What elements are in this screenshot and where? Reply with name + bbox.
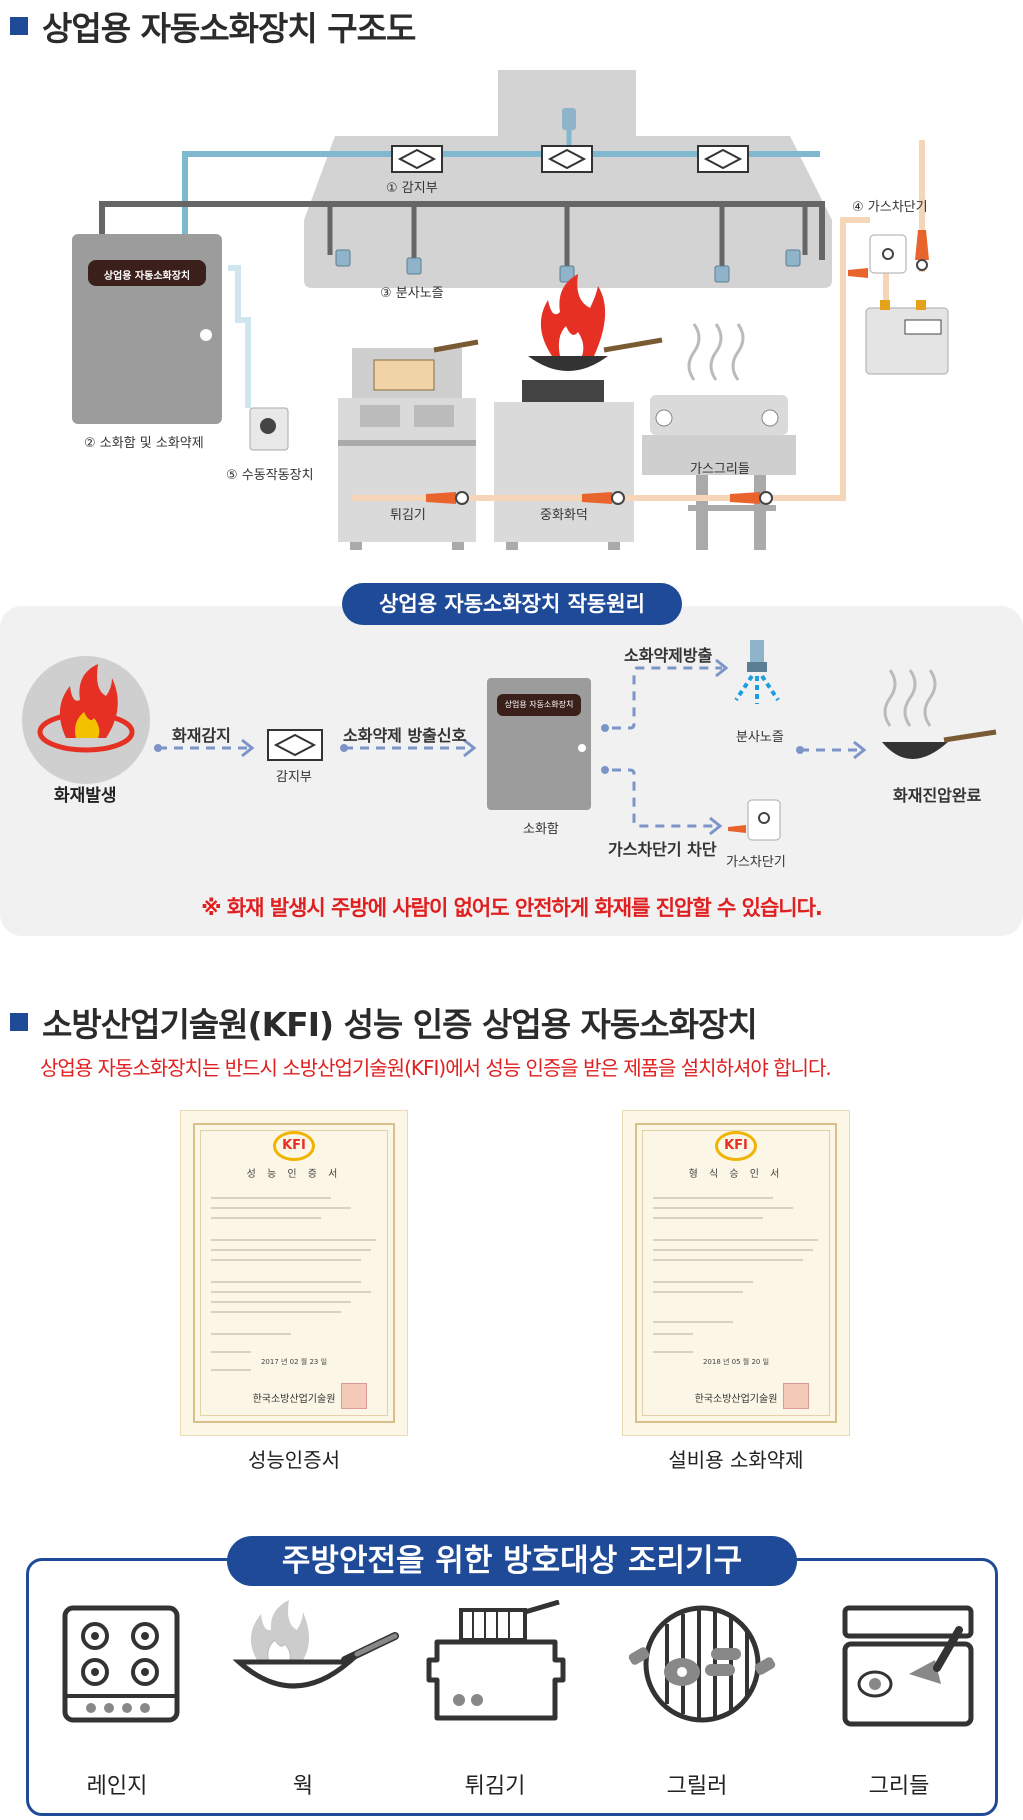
gas-valve-label: 가스차단기 <box>726 855 786 870</box>
cert-date: 2018 년 05 월 20 일 <box>702 1358 770 1366</box>
tool-label: 그릴러 <box>666 1774 728 1799</box>
tool-label: 레인지 <box>86 1774 148 1799</box>
cert-title: 형 식 승 인 서 <box>688 1169 784 1180</box>
cert-date: 2017 년 02 월 23 일 <box>260 1358 328 1366</box>
tool-griddle: 그리들 <box>824 1600 974 1800</box>
section1-title: 상업용 자동소화장치 구조도 <box>10 2 416 50</box>
range-icon <box>62 1605 180 1723</box>
principle-pill: 상업용 자동소화장치 작동원리 <box>342 583 682 625</box>
label-wok-range: 중화화덕 <box>540 508 588 523</box>
section1-title-text: 상업용 자동소화장치 구조도 <box>42 9 416 48</box>
flame-icon <box>59 664 118 738</box>
fryer-icon <box>426 1600 566 1721</box>
kfi-logo: KFI <box>273 1131 315 1161</box>
label-sensor: ① 감지부 <box>386 181 438 196</box>
section3-title-text: 소방산업기술원(KFI) 성능 인증 상업용 자동소화장치 <box>42 1005 758 1044</box>
step-release: 소화약제방출 <box>624 646 713 665</box>
tool-wok: 웍 <box>228 1600 399 1800</box>
discharge-pipe <box>99 201 825 260</box>
section3-subtitle: 상업용 자동소화장치는 반드시 소방산업기술원(KFI)에서 성능 인증을 받은… <box>40 1056 832 1080</box>
appliance-valve-icon <box>426 491 773 505</box>
cert-caption: 설비용 소화약제 <box>668 1448 804 1472</box>
wok-icon <box>233 1600 399 1689</box>
cabinet-plate: 상업용 자동소화장치 <box>504 700 574 709</box>
sensor-icon <box>391 145 749 173</box>
cabinet-plate: 상업용 자동소화장치 <box>103 271 191 282</box>
certificate-approval[interactable]: KFI 형 식 승 인 서 2018 년 05 월 20 일 한국소방산업기술원 <box>622 1110 850 1436</box>
nozzle-icon <box>335 249 801 283</box>
principle-diagram <box>22 640 997 841</box>
structure-diagram <box>72 70 949 550</box>
griddle-icon <box>842 1605 974 1727</box>
cert-caption: 성능인증서 <box>248 1448 340 1472</box>
warning-text: ※ 화재 발생시 주방에 사람이 없어도 안전하게 화재를 진압할 수 있습니다… <box>201 896 823 920</box>
cookware-pill: 주방안전을 위한 방호대상 조리기구 <box>227 1536 797 1586</box>
label-fryer: 튀김기 <box>390 508 426 523</box>
kfi-logo: KFI <box>715 1131 757 1161</box>
label-nozzle: ③ 분사노즐 <box>380 286 444 301</box>
nozzle-label: 분사노즐 <box>736 730 784 745</box>
tool-label: 웍 <box>292 1774 314 1799</box>
tool-label: 튀김기 <box>464 1774 526 1799</box>
label-cabinet: ② 소화함 및 소화약제 <box>84 436 204 451</box>
title-bullet <box>10 1013 28 1031</box>
pan-icon <box>882 742 948 759</box>
seal-stamp <box>783 1383 809 1409</box>
sensor-label: 감지부 <box>276 770 312 785</box>
tool-label: 그리들 <box>868 1774 930 1799</box>
tool-fryer: 튀김기 <box>420 1600 570 1800</box>
step-signal: 소화약제 방출신호 <box>343 726 467 745</box>
certificate-performance[interactable]: KFI 성 능 인 증 서 2017 년 02 월 23 일 한국소방산업기술원 <box>180 1110 408 1436</box>
cert-issuer: 한국소방산업기술원 <box>694 1394 778 1405</box>
section3-title: 소방산업기술원(KFI) 성능 인증 상업용 자동소화장치 <box>10 998 758 1046</box>
cert-issuer: 한국소방산업기술원 <box>252 1394 336 1405</box>
fire-start-label: 화재발생 <box>54 786 117 806</box>
tool-range: 레인지 <box>42 1600 192 1800</box>
gas-meter <box>865 307 949 375</box>
label-griddle: 가스그리들 <box>690 462 750 477</box>
cabinet-label: 소화함 <box>523 822 559 837</box>
step-gas: 가스차단기 차단 <box>608 840 717 859</box>
done-label: 화재진압완료 <box>893 786 982 805</box>
cert-title: 성 능 인 증 서 <box>246 1169 342 1180</box>
step-detect: 화재감지 <box>172 726 231 745</box>
tool-griller: 그릴러 <box>622 1600 776 1800</box>
seal-stamp <box>341 1383 367 1409</box>
detection-line <box>182 151 820 235</box>
title-bullet <box>10 17 28 35</box>
label-manual: ⑤ 수동작동장치 <box>226 468 314 483</box>
griller-icon <box>628 1605 776 1723</box>
gas-pipe <box>730 217 870 501</box>
wok-range <box>494 402 634 542</box>
sensor-icon <box>267 729 323 761</box>
label-gas-valve: ④ 가스차단기 <box>852 200 928 215</box>
griddle <box>650 395 788 435</box>
manual-line <box>228 265 251 408</box>
